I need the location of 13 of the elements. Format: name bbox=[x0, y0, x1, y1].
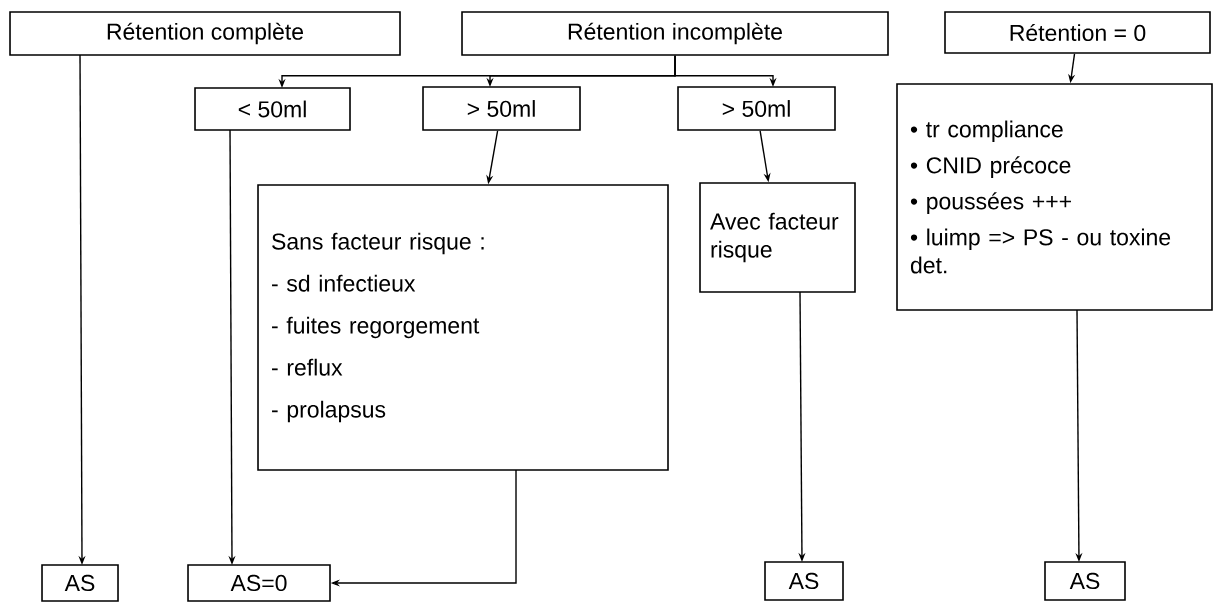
list-box: Sans facteur risque : - sd infectieux - fuites regorgement - reflux - prolapsus bbox=[257, 184, 669, 471]
label-box: > 50ml bbox=[677, 86, 836, 131]
label-box: > 50ml bbox=[422, 86, 581, 131]
label-box: Rétention = 0 bbox=[944, 11, 1211, 54]
label-box: Rétention complète bbox=[9, 11, 401, 56]
result-box: AS bbox=[1044, 561, 1126, 601]
text-box: Avec facteur risque bbox=[699, 182, 856, 293]
label-box: < 50ml bbox=[194, 87, 351, 131]
list-box: • tr compliance • CNID précoce • poussées +++ • luimp => PS - ou toxine det. bbox=[896, 83, 1213, 311]
label-box: Rétention incomplète bbox=[461, 11, 889, 56]
result-box: AS bbox=[41, 564, 119, 602]
result-box: AS=0 bbox=[187, 564, 331, 602]
result-box: AS bbox=[764, 561, 844, 601]
